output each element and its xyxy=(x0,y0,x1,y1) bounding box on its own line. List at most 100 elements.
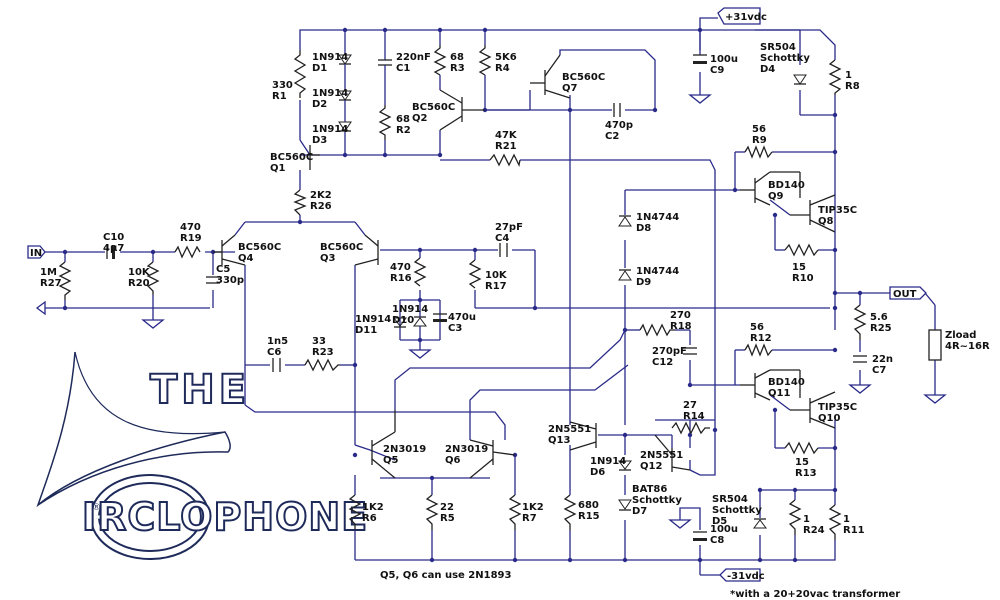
r1-symbol xyxy=(293,50,307,98)
c7-symbol xyxy=(853,355,867,363)
c3-symbol xyxy=(433,313,447,322)
q3-symbol xyxy=(354,234,379,266)
q8-symbol xyxy=(790,194,836,233)
q7-symbol xyxy=(530,54,571,99)
r11-symbol xyxy=(828,504,842,540)
r4-symbol xyxy=(478,45,492,76)
r8-symbol xyxy=(828,59,842,95)
r18-symbol xyxy=(639,323,675,337)
r19-symbol xyxy=(174,245,201,259)
r3-symbol xyxy=(433,45,447,76)
c9-symbol xyxy=(693,54,707,64)
gramophone-horn-logo xyxy=(36,351,231,560)
c1-symbol xyxy=(378,45,392,75)
q13-symbol xyxy=(569,421,597,451)
c10-symbol xyxy=(106,245,115,259)
d9-symbol xyxy=(618,269,632,281)
wires xyxy=(45,17,936,576)
q4-symbol xyxy=(213,234,246,266)
transistors xyxy=(213,54,836,479)
q11-symbol xyxy=(740,369,801,401)
q2-symbol xyxy=(439,89,485,131)
note-q5-q6: Q5, Q6 can use 2N1893 xyxy=(380,570,511,581)
brand-the: THE xyxy=(150,367,250,413)
q6-symbol xyxy=(469,439,516,479)
d2-symbol xyxy=(338,90,352,122)
svg-text:OUT: OUT xyxy=(893,289,917,300)
q9-symbol xyxy=(740,171,801,206)
d7-symbol xyxy=(618,499,632,511)
r7-symbol xyxy=(508,494,522,530)
zload-symbol xyxy=(928,329,942,361)
r16-symbol xyxy=(413,257,427,287)
resistors xyxy=(58,45,942,540)
r15-symbol xyxy=(563,494,577,530)
svg-text:IN: IN xyxy=(30,248,42,259)
r13-symbol xyxy=(784,441,819,455)
capacitors xyxy=(106,45,867,541)
port-vneg: -31vdc xyxy=(719,568,765,582)
d10-symbol xyxy=(413,300,427,340)
port-vpos: +31vdc xyxy=(717,7,767,25)
r21-symbol xyxy=(489,153,521,167)
r25-symbol xyxy=(853,304,867,340)
port-in: IN xyxy=(27,245,46,259)
r17-symbol xyxy=(468,259,482,289)
r12-symbol xyxy=(744,343,773,357)
c6-symbol xyxy=(272,358,281,372)
r9-symbol xyxy=(744,145,773,159)
d6-symbol xyxy=(618,460,632,471)
c5-symbol xyxy=(206,276,220,284)
diodes xyxy=(338,45,807,529)
q1-symbol xyxy=(309,145,320,170)
d11-symbol xyxy=(393,317,407,328)
q10-symbol xyxy=(790,391,836,429)
ground-symbols xyxy=(35,94,947,529)
